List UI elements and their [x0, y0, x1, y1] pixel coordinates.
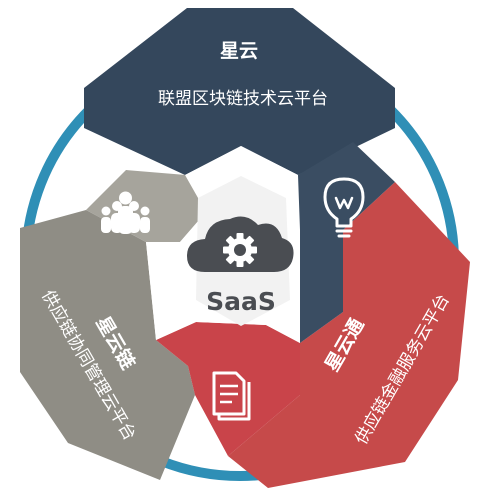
- top-title: 星云: [220, 40, 258, 62]
- segment-right: [228, 182, 470, 488]
- center-label: SaaS: [206, 287, 276, 316]
- top-subtitle: 联盟区块链技术云平台: [158, 89, 328, 109]
- lightbulb-icon: [323, 177, 365, 238]
- segment-left: [20, 210, 195, 480]
- document-icon: [212, 371, 251, 421]
- segment-top: [84, 8, 395, 175]
- people-icon: [101, 191, 150, 234]
- cloud-gear-icon: [187, 216, 294, 272]
